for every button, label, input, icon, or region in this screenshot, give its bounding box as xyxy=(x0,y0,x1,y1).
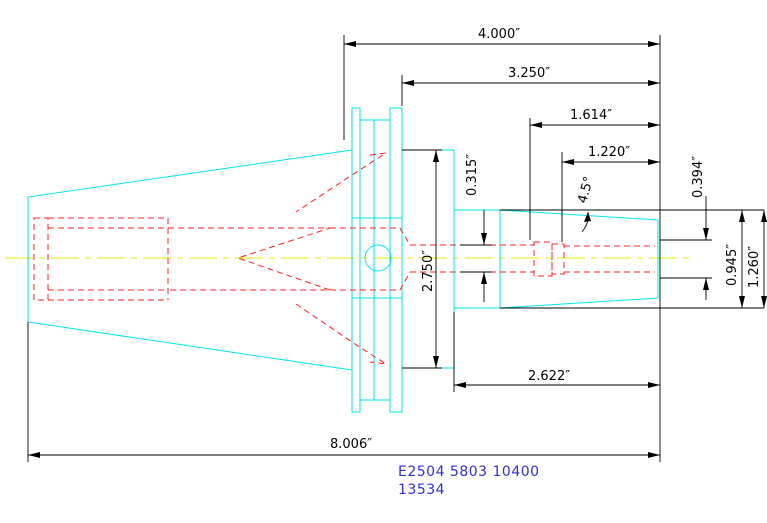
nose-section xyxy=(453,209,501,309)
flange-groove xyxy=(359,119,391,401)
drive-hole xyxy=(364,244,392,272)
dim-flange-diameter: 2.750″ xyxy=(421,250,436,292)
part-number-line-1: E2504 5803 10400 xyxy=(398,464,540,480)
dim-nose-diameter: 1.260″ xyxy=(747,246,762,288)
dim-small-bore: 0.394″ xyxy=(691,156,706,198)
extension-lines xyxy=(27,35,764,462)
part-number-line-2: 13534 xyxy=(398,482,446,498)
dim-flange-to-end: 3.250″ xyxy=(508,66,550,81)
dim-bore-diameter: 0.945″ xyxy=(725,244,740,286)
taper-shank-outline xyxy=(27,149,353,371)
dim-gauge-to-end: 4.000″ xyxy=(478,27,520,42)
flange-right xyxy=(389,107,403,413)
flange-left xyxy=(351,107,361,413)
nose-taper xyxy=(499,209,659,309)
horizontal-dimensions xyxy=(28,41,660,458)
dim-taper-angle: 4.5° xyxy=(575,175,597,205)
dim-bore-depth: 1.614″ xyxy=(570,108,612,123)
dim-body-length: 2.622″ xyxy=(528,369,570,384)
dim-taper-length: 1.220″ xyxy=(588,145,630,160)
dim-wall-step: 0.315″ xyxy=(465,154,480,196)
dim-overall-length: 8.006″ xyxy=(330,437,372,452)
vertical-dimensions xyxy=(433,150,767,368)
tool-holder-outline xyxy=(27,107,659,413)
